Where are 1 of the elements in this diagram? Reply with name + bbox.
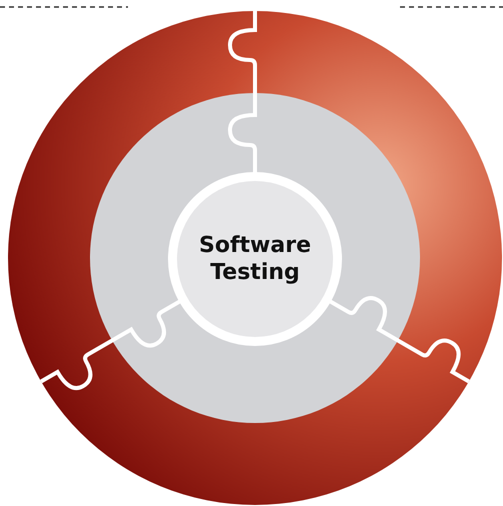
center-title: Software Testing [198, 232, 312, 286]
